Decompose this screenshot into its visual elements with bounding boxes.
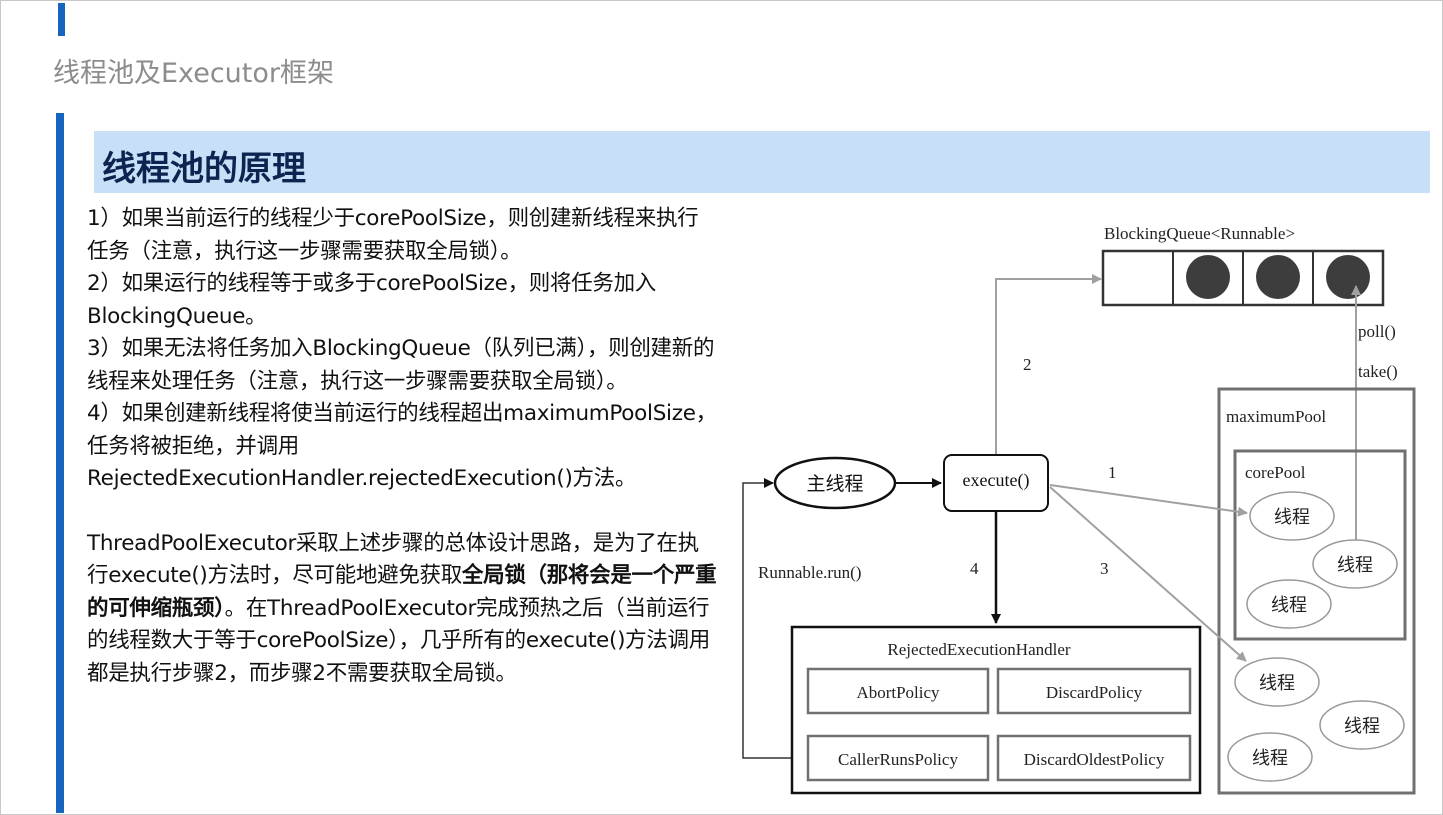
abort-policy-label: AbortPolicy xyxy=(856,683,940,702)
maximum-pool-label: maximumPool xyxy=(1226,407,1326,426)
step-1-text: 1）如果当前运行的线程少于corePoolSize，则创建新线程来执行任务（注意… xyxy=(87,206,699,264)
execute-node: execute() xyxy=(943,454,1049,512)
step-3-label: 3 xyxy=(1100,559,1109,578)
core-pool-box xyxy=(1233,449,1407,641)
discard-oldest-policy-box: DiscardOldestPolicy xyxy=(996,734,1192,782)
maximum-pool-box xyxy=(1217,387,1416,795)
abort-policy-box: AbortPolicy xyxy=(806,667,990,715)
summary-bold: 全局锁（那将会是一个严重的可伸缩瓶颈） xyxy=(87,563,717,621)
slide-title: 线程池及Executor框架 xyxy=(53,58,334,89)
arrow-step-2 xyxy=(995,274,1102,455)
queue-task-1 xyxy=(1186,255,1230,299)
discard-policy-box: DiscardPolicy xyxy=(996,667,1192,715)
extra-thread-2-label: 线程 xyxy=(1344,716,1380,736)
summary-part-1: ThreadPoolExecutor采取上述步骤的总体设计思路，是为了在执行ex… xyxy=(87,530,699,589)
body-text: 1）如果当前运行的线程少于corePoolSize，则创建新线程来执行任务（注意… xyxy=(87,203,719,690)
take-label: take() xyxy=(1358,362,1398,381)
left-accent-bar xyxy=(56,113,64,813)
summary-text: ThreadPoolExecutor采取上述步骤的总体设计思路，是为了在执行ex… xyxy=(87,528,719,691)
queue-task-2 xyxy=(1256,255,1300,299)
step-1-label: 1 xyxy=(1108,463,1117,482)
step-3-text: 3）如果无法将任务加入BlockingQueue（队列已满），则创建新的线程来处… xyxy=(87,336,715,394)
rejected-handler-title: RejectedExecutionHandler xyxy=(887,640,1070,659)
core-thread-2-label: 线程 xyxy=(1337,555,1373,575)
extra-thread-1: 线程 xyxy=(1234,657,1320,707)
discard-policy-label: DiscardPolicy xyxy=(1046,683,1143,702)
arrow-step-3 xyxy=(1049,486,1247,662)
runnable-run-label: Runnable.run() xyxy=(758,563,861,582)
step-4-label: 4 xyxy=(970,559,979,578)
core-thread-1: 线程 xyxy=(1249,491,1335,541)
core-thread-3-label: 线程 xyxy=(1271,595,1307,615)
queue-task-3 xyxy=(1326,255,1370,299)
poll-label: poll() xyxy=(1358,322,1396,341)
execute-label: execute() xyxy=(963,470,1030,491)
discard-oldest-policy-label: DiscardOldestPolicy xyxy=(1024,750,1165,769)
thread-pool-diagram: BlockingQueue<Runnable> 2 poll() take() … xyxy=(742,224,1416,795)
section-title: 线程池的原理 xyxy=(102,149,306,189)
extra-thread-2: 线程 xyxy=(1319,700,1405,750)
section-header: 线程池的原理 xyxy=(94,131,1430,193)
caller-runs-policy-box: CallerRunsPolicy xyxy=(806,734,990,782)
summary-part-2: 。在ThreadPoolExecutor完成预热之后（当前运行的线程数大于等于c… xyxy=(87,595,710,686)
extra-thread-3-label: 线程 xyxy=(1252,748,1288,768)
caller-runs-policy-label: CallerRunsPolicy xyxy=(838,750,958,769)
main-thread-label: 主线程 xyxy=(806,473,863,495)
core-thread-3: 线程 xyxy=(1246,579,1332,629)
core-thread-2: 线程 xyxy=(1312,539,1398,589)
step-2-label: 2 xyxy=(1023,355,1032,374)
arrow-step-1 xyxy=(1049,484,1248,517)
queue-label: BlockingQueue<Runnable> xyxy=(1104,224,1295,243)
arrow-caller-runs-back xyxy=(742,478,807,759)
core-pool-label: corePool xyxy=(1245,463,1306,482)
step-2-text: 2）如果运行的线程等于或多于corePoolSize，则将任务加入Blockin… xyxy=(87,271,656,329)
step-4-text: 4）如果创建新线程将使当前运行的线程超出maximumPoolSize，任务将被… xyxy=(87,401,717,491)
main-thread-node: 主线程 xyxy=(773,456,897,510)
extra-thread-3: 线程 xyxy=(1227,732,1313,782)
core-thread-1-label: 线程 xyxy=(1274,507,1310,527)
extra-thread-1-label: 线程 xyxy=(1259,673,1295,693)
top-accent-bar xyxy=(58,3,65,36)
blocking-queue xyxy=(1101,249,1385,307)
